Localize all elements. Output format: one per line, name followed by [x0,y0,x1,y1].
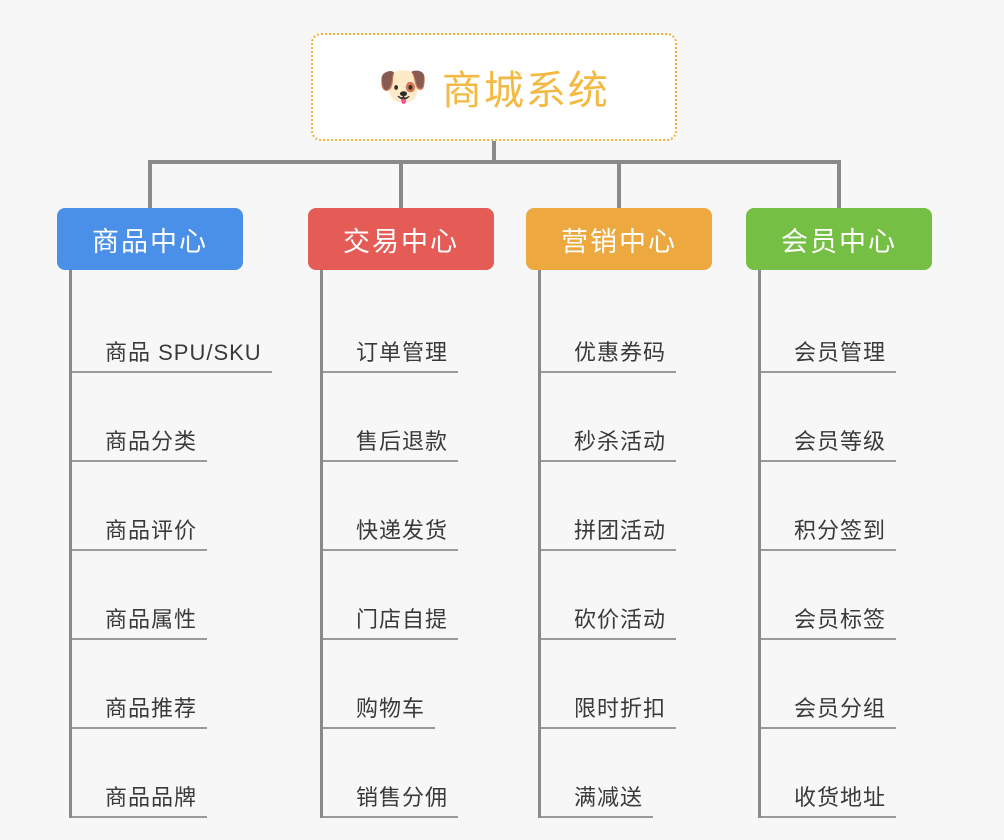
leaf-underline [761,460,896,462]
leaf-underline [72,371,272,373]
category-drop-line-3 [617,160,621,208]
leaf-item[interactable]: 售后退款 [323,373,494,462]
leaf-list-1: 商品 SPU/SKU 商品分类商品评价商品属性商品推荐商品品牌 [69,270,272,818]
category-column-3: 营销中心优惠券码秒杀活动拼团活动砍价活动限时折扣满减送 [526,208,712,818]
leaf-item-label: 满减送 [574,785,644,810]
leaf-item-label: 秒杀活动 [574,429,667,454]
leaf-item[interactable]: 销售分佣 [323,729,494,818]
leaf-item-label: 订单管理 [356,340,449,365]
leaf-underline [323,460,458,462]
leaf-item-label: 积分签到 [794,518,887,543]
leaf-underline [761,727,896,729]
leaf-item[interactable]: 积分签到 [761,462,932,551]
leaf-underline [541,638,676,640]
leaf-underline [541,460,676,462]
leaf-item-label: 销售分佣 [356,785,449,810]
leaf-underline [323,727,435,729]
leaf-item[interactable]: 优惠券码 [541,284,712,373]
leaf-item[interactable]: 商品评价 [72,462,243,551]
category-box-4[interactable]: 会员中心 [746,208,932,270]
leaf-item-label: 会员分组 [794,696,887,721]
root-stem-line [492,141,496,164]
leaf-item-label: 收货地址 [794,785,887,810]
leaf-underline [72,816,207,818]
leaf-item-label: 会员管理 [794,340,887,365]
leaf-item[interactable]: 拼团活动 [541,462,712,551]
horizontal-bus-line [148,160,841,164]
leaf-item-label: 商品属性 [105,607,198,632]
category-box-3[interactable]: 营销中心 [526,208,712,270]
leaf-item-label: 商品品牌 [105,785,198,810]
leaf-underline [761,638,896,640]
leaf-item[interactable]: 会员管理 [761,284,932,373]
leaf-list-2: 订单管理售后退款快递发货门店自提购物车销售分佣 [320,270,494,818]
leaf-item-label: 会员标签 [794,607,887,632]
leaf-underline [72,549,207,551]
leaf-item[interactable]: 门店自提 [323,551,494,640]
category-drop-line-4 [837,160,841,208]
leaf-item[interactable]: 商品品牌 [72,729,243,818]
leaf-item[interactable]: 限时折扣 [541,640,712,729]
leaf-item[interactable]: 商品推荐 [72,640,243,729]
root-title: 商城系统 [441,69,610,113]
leaf-item-label: 购物车 [356,696,426,721]
leaf-item[interactable]: 收货地址 [761,729,932,818]
leaf-item-label: 砍价活动 [574,607,667,632]
leaf-item-label: 拼团活动 [574,518,667,543]
leaf-underline [761,549,896,551]
leaf-underline [323,638,458,640]
dog-face-icon: 🐶 [378,65,428,109]
leaf-item-label: 快递发货 [356,518,449,543]
leaf-underline [72,638,207,640]
leaf-underline [541,371,676,373]
leaf-item[interactable]: 商品 SPU/SKU [72,284,272,373]
leaf-item-label: 限时折扣 [574,696,667,721]
leaf-underline [72,460,207,462]
leaf-item-label: 门店自提 [356,607,449,632]
leaf-item-label: 优惠券码 [574,340,667,365]
category-box-2[interactable]: 交易中心 [308,208,494,270]
category-column-4: 会员中心会员管理会员等级积分签到会员标签会员分组收货地址 [746,208,932,818]
category-drop-line-1 [148,160,152,208]
category-box-1[interactable]: 商品中心 [57,208,243,270]
leaf-underline [323,371,458,373]
leaf-underline [541,816,653,818]
leaf-underline [541,727,676,729]
leaf-item[interactable]: 砍价活动 [541,551,712,640]
leaf-underline [761,371,896,373]
leaf-item-label: 商品分类 [105,429,198,454]
root-node[interactable]: 🐶 商城系统 [311,33,677,141]
leaf-underline [72,727,207,729]
leaf-underline [323,816,458,818]
leaf-item[interactable]: 会员分组 [761,640,932,729]
leaf-underline [761,816,896,818]
leaf-list-3: 优惠券码秒杀活动拼团活动砍价活动限时折扣满减送 [538,270,712,818]
leaf-underline [323,549,458,551]
leaf-item-label: 商品评价 [105,518,198,543]
leaf-list-4: 会员管理会员等级积分签到会员标签会员分组收货地址 [758,270,932,818]
category-drop-line-2 [399,160,403,208]
leaf-item[interactable]: 会员标签 [761,551,932,640]
leaf-item-label: 商品 SPU/SKU [105,340,262,365]
category-column-1: 商品中心商品 SPU/SKU 商品分类商品评价商品属性商品推荐商品品牌 [57,208,272,818]
leaf-item[interactable]: 会员等级 [761,373,932,462]
leaf-item[interactable]: 满减送 [541,729,712,818]
leaf-underline [541,549,676,551]
leaf-item[interactable]: 秒杀活动 [541,373,712,462]
leaf-item[interactable]: 商品属性 [72,551,243,640]
leaf-item[interactable]: 商品分类 [72,373,243,462]
leaf-item-label: 会员等级 [794,429,887,454]
leaf-item[interactable]: 订单管理 [323,284,494,373]
leaf-item-label: 商品推荐 [105,696,198,721]
leaf-item-label: 售后退款 [356,429,449,454]
category-column-2: 交易中心订单管理售后退款快递发货门店自提购物车销售分佣 [308,208,494,818]
leaf-item[interactable]: 购物车 [323,640,494,729]
leaf-item[interactable]: 快递发货 [323,462,494,551]
